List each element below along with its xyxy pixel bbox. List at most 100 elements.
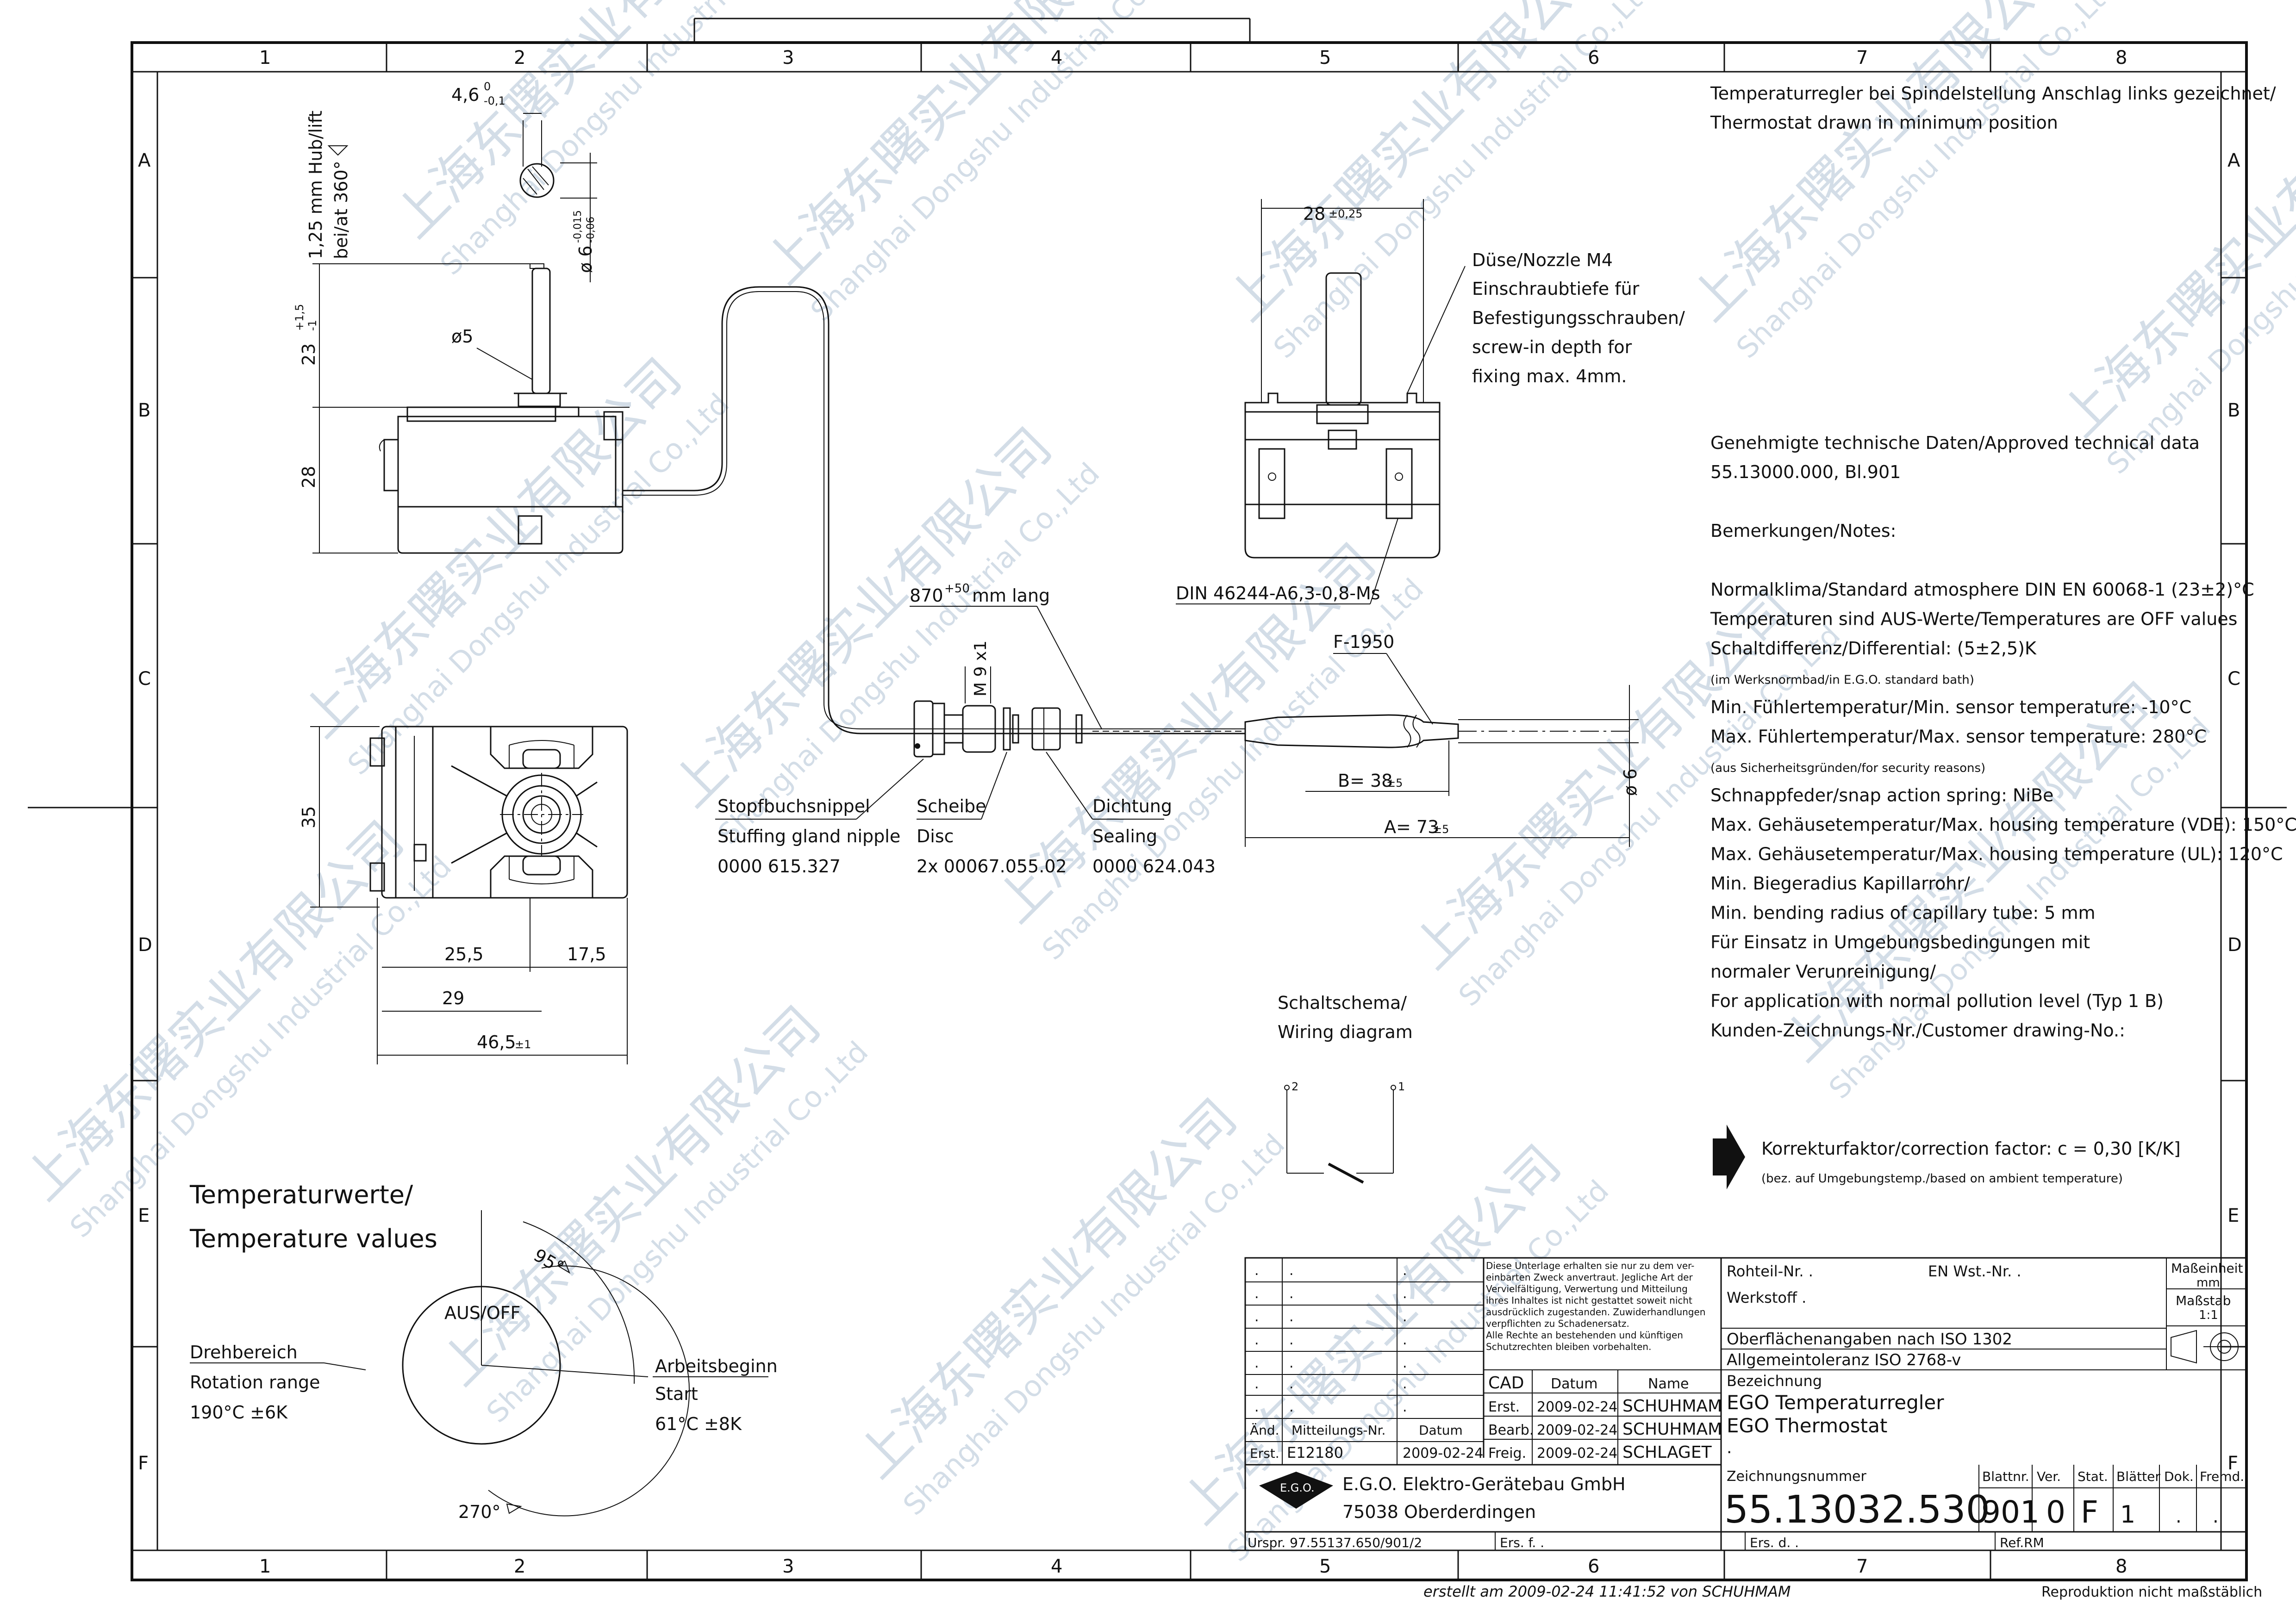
ego-logo: [1259, 1472, 1333, 1509]
col-label-8: 8: [2115, 47, 2127, 68]
tb-revision-dot: .: [1403, 1355, 1407, 1371]
part-stuffing-gland-en: Stuffing gland nipple: [718, 826, 900, 846]
row-label-d-right: D: [2227, 934, 2242, 956]
nozzle-note-line1: Düse/Nozzle M4: [1472, 250, 1613, 270]
dim-spindle-diameter: ø 6: [575, 245, 596, 273]
part-stuffing-gland-no: 0000 615.327: [718, 856, 841, 877]
col-label-4-bottom: 4: [1051, 1556, 1062, 1577]
tb-massstab: Maßstab: [2176, 1293, 2231, 1308]
tb-revision-dot: .: [1403, 1286, 1407, 1302]
tb-datum2: Datum: [1419, 1423, 1463, 1438]
dim-17-5: 17,5: [567, 944, 606, 964]
note-line: Schnappfeder/snap action spring: NiBe: [1710, 785, 2053, 806]
tb-value-ver: 0: [2046, 1494, 2065, 1530]
note-line: Schaltdifferenz/Differential: (5±2,5)K: [1710, 638, 2037, 659]
ego-logo-text: E.G.O.: [1280, 1481, 1315, 1494]
tb-disclaimer-line: Schutzrechten bleiben vorbehalten.: [1486, 1341, 1651, 1352]
col-label-8-bottom: 8: [2115, 1556, 2127, 1577]
tb-revision-dot: .: [1289, 1332, 1294, 1348]
tb-dok: Dok.: [2164, 1469, 2194, 1484]
tb-revision-dot: .: [1254, 1332, 1259, 1348]
label-lift-line1: 1,25 mm Hub/lift: [306, 111, 326, 259]
tb-bezeichnung: Bezeichnung: [1727, 1372, 1822, 1390]
part-disc-name: Scheibe: [917, 796, 986, 816]
tb-ers-d: Ers. d. .: [1750, 1535, 1799, 1550]
dim-front-width: 28: [1303, 204, 1325, 224]
column-ruler: 11 22 33 44 55 66 77 88: [259, 43, 2127, 1580]
dim-sensor-phi6: ø 6: [1620, 768, 1641, 796]
dim-spindle-diameter-tol-bot: -0,06: [585, 217, 597, 243]
tb-allgemeintoleranz: Allgemeintoleranz ISO 2768-v: [1727, 1351, 1961, 1369]
start-line3: 61°C ±8K: [655, 1414, 742, 1434]
drawing-frame: [28, 18, 2287, 1581]
wiring-title-line2: Wiring diagram: [1278, 1022, 1413, 1042]
col-label-1: 1: [259, 47, 271, 68]
note-line: Max. Gehäusetemperatur/Max. housing temp…: [1710, 844, 2283, 864]
rotation-line2: Rotation range: [190, 1372, 320, 1393]
tb-disclaimer-line: ausdrücklich zugestanden. Zuwiderhandlun…: [1486, 1306, 1705, 1318]
dim-shaft-length-tol-bot: -1: [306, 320, 319, 331]
temp-title-line2: Temperature values: [189, 1224, 437, 1253]
dim-capillary-unit: mm lang: [972, 585, 1050, 606]
col-label-6-bottom: 6: [1588, 1556, 1599, 1577]
tb-bez-line1: EGO Temperaturregler: [1727, 1391, 1944, 1414]
col-label-2: 2: [514, 47, 525, 68]
tb-zeichnungsnummer: Zeichnungsnummer: [1727, 1468, 1866, 1485]
part-sealing-name: Dichtung: [1092, 796, 1172, 816]
start-line1: Arbeitsbeginn: [655, 1356, 778, 1376]
dim-29: 29: [442, 988, 464, 1008]
tb-revision-dot: .: [1403, 1309, 1407, 1325]
tb-company-line1: E.G.O. Elektro-Gerätebau GmbH: [1342, 1474, 1626, 1494]
approved-data-line1: Genehmigte technische Daten/Approved tec…: [1710, 433, 2200, 453]
start-line2: Start: [655, 1384, 698, 1404]
row-label-a-right: A: [2227, 150, 2240, 171]
dim-shaft-diameter-5: ø5: [451, 326, 473, 347]
tb-aend: Änd.: [1250, 1423, 1279, 1438]
part-disc-no: 2x 00067.055.02: [917, 856, 1067, 877]
tb-value-blaetter: 1: [2120, 1501, 2135, 1529]
dim-shaft-length-tol-top: +1,5: [293, 304, 306, 331]
note-line: Normalklima/Standard atmosphere DIN EN 6…: [1710, 579, 2254, 600]
tb-value-stat: F: [2081, 1494, 2098, 1530]
row-label-e: E: [138, 1205, 150, 1226]
col-label-7-bottom: 7: [1856, 1556, 1868, 1577]
tb-value-dok: .: [2176, 1506, 2182, 1527]
tb-name-freig: SCHLAGET: [1622, 1443, 1712, 1462]
note-line: Kunden-Zeichnungs-Nr./Customer drawing-N…: [1710, 1020, 2125, 1041]
thermostat-side-view: 4,6 0 -0,1 ø 6 -0,015 -0,06 1,25 mm Hub/…: [293, 80, 630, 554]
tb-revision-dot: .: [1403, 1332, 1407, 1348]
tb-masseinheit: Maßeinheit: [2171, 1261, 2243, 1276]
rotation-line3: 190°C ±6K: [190, 1402, 288, 1423]
dim-capillary-length: 870: [910, 585, 943, 606]
temp-title-line1: Temperaturwerte/: [189, 1180, 413, 1209]
tb-date-freig: 2009-02-24: [1537, 1445, 1617, 1461]
tb-date-erst: 2009-02-24: [1537, 1399, 1617, 1415]
tb-revision-dot: .: [1289, 1286, 1294, 1302]
tb-name-header: Name: [1648, 1376, 1689, 1392]
tb-disclaimer-line: Alle Rechte an bestehenden und künftigen: [1486, 1330, 1683, 1341]
tb-urspr: Urspr. 97.55137.650/901/2: [1248, 1535, 1422, 1550]
tb-bez-line3: .: [1727, 1438, 1732, 1457]
watermark-en: Shanghai Dongshu Industrial Co.,Ltd: [1036, 572, 1430, 967]
tb-name-bearb: SCHUHMAM: [1622, 1420, 1722, 1439]
tb-disclaimer-line: ihres Inhaltes ist nicht gestattet sowei…: [1486, 1295, 1692, 1306]
dim-spindle-width: 4,6: [451, 85, 479, 105]
nozzle-note-line5: fixing max. 4mm.: [1472, 366, 1627, 386]
tb-bearb: Bearb.: [1488, 1422, 1534, 1438]
tb-revision-dot: .: [1403, 1376, 1407, 1392]
tb-fremd: Fremd.: [2200, 1469, 2244, 1484]
dim-thread-m9: M 9 x1: [971, 640, 990, 696]
watermark-cn: 上海东曙实业有限公司: [13, 810, 415, 1212]
tb-revision-dot: .: [1254, 1286, 1259, 1302]
note-line: Temperaturen sind AUS-Werte/Temperatures…: [1710, 609, 2237, 629]
tb-revision-dot: .: [1403, 1399, 1407, 1415]
tb-disclaimer-line: verpflichten zu Schadenersatz.: [1486, 1318, 1629, 1329]
dim-b38: B= 38: [1338, 771, 1392, 791]
tb-revision-dot: .: [1289, 1399, 1294, 1415]
col-label-3: 3: [782, 47, 794, 68]
footer-reproduction: Reproduktion nicht maßstäblich: [2041, 1584, 2262, 1600]
nozzle-note-line2: Einschraubtiefe für: [1472, 279, 1640, 299]
tb-blaetter: Blätter: [2116, 1469, 2160, 1484]
